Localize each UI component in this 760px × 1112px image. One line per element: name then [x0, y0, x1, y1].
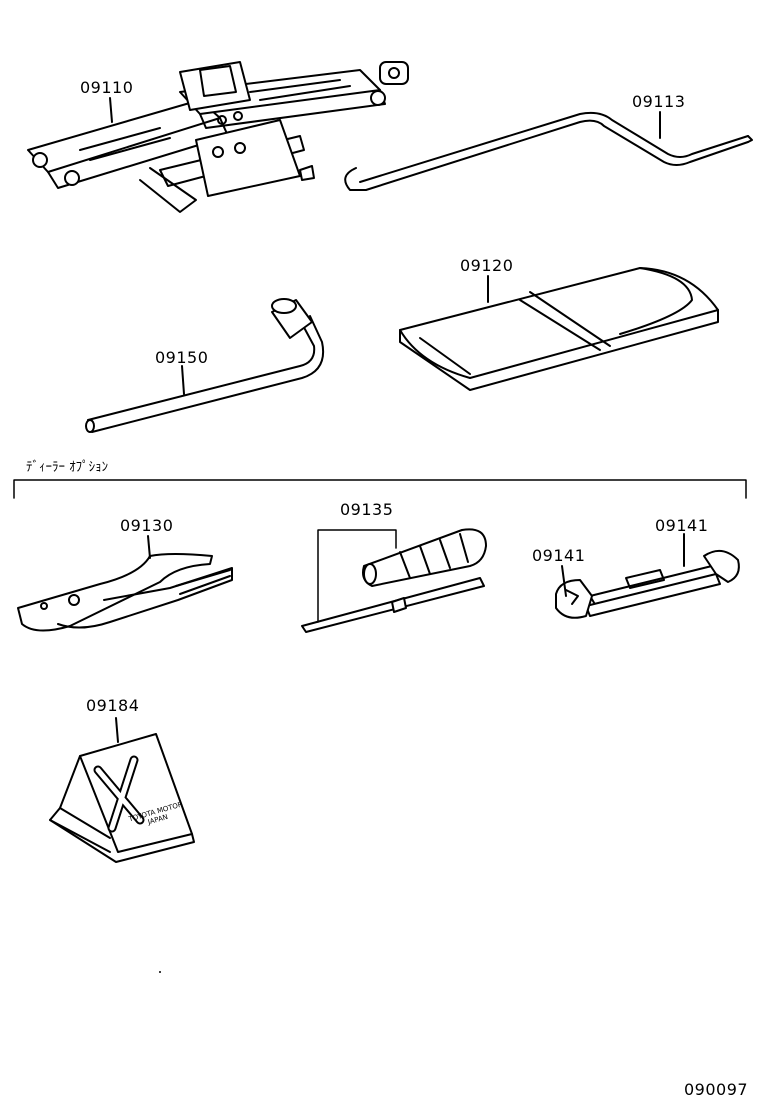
label-09150: 09150: [155, 348, 209, 367]
jack-drawing: [27, 61, 409, 213]
leader-09135: [317, 529, 397, 623]
tool-bag-drawing: [399, 267, 719, 391]
label-09184: 09184: [86, 696, 140, 715]
wheel-chock-drawing: [49, 733, 195, 863]
leader-09150: [181, 365, 185, 395]
diagram-id: 090097: [684, 1080, 749, 1099]
wrenches-drawing: [555, 549, 740, 619]
label-09113: 09113: [632, 92, 686, 111]
leader-09110: [109, 97, 113, 123]
leader-09130: [147, 535, 151, 559]
jack-handle-drawing: [344, 111, 753, 191]
label-09141-a: 09141: [532, 546, 586, 565]
dealer-option-bracket: [13, 479, 747, 499]
label-09135: 09135: [340, 500, 394, 519]
screwdriver-drawing: [301, 528, 487, 633]
label-09141-b: 09141: [655, 516, 709, 535]
leader-09184: [115, 717, 119, 743]
label-09120: 09120: [460, 256, 514, 275]
label-09110: 09110: [80, 78, 134, 97]
pliers-drawing: [17, 553, 233, 632]
lug-wrench-drawing: [85, 298, 324, 433]
stray-dot: [159, 971, 161, 973]
dealer-option-heading: ﾃﾞｨｰﾗｰ ｵﾌﾟｼｮﾝ: [26, 460, 109, 475]
label-09130: 09130: [120, 516, 174, 535]
leader-09141-a: [561, 565, 567, 597]
